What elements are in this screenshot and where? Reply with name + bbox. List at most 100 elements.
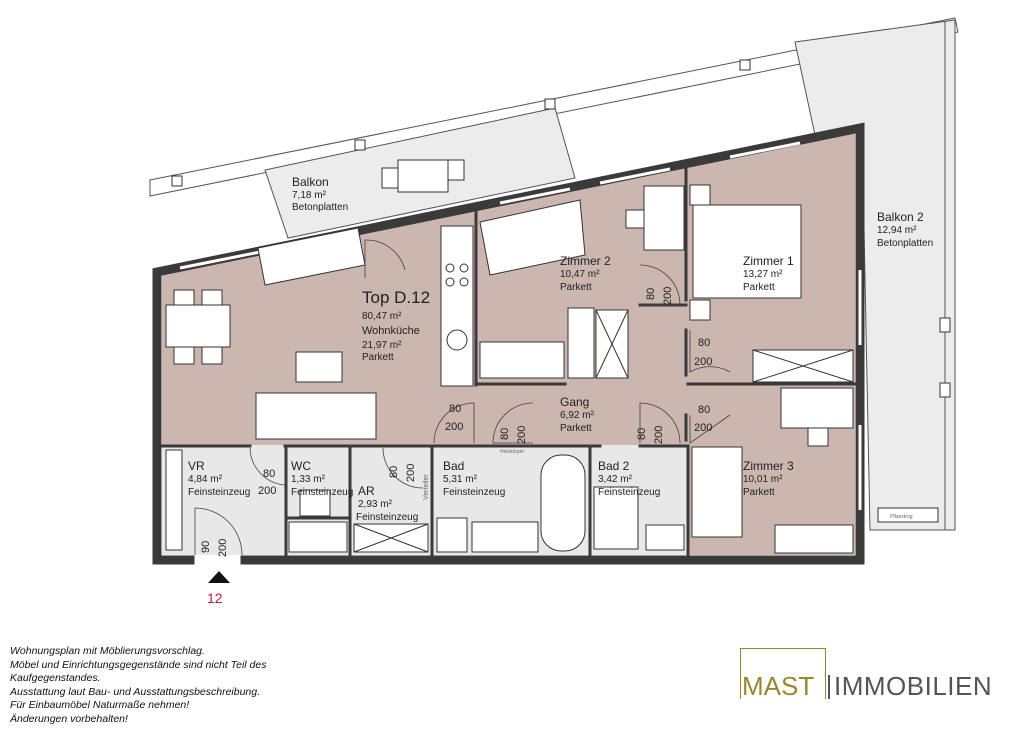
- svg-text:5,31 m²: 5,31 m²: [443, 474, 478, 485]
- logo-immobilien: IMMOBILIEN: [834, 671, 993, 701]
- svg-text:12,94 m²: 12,94 m²: [877, 225, 917, 236]
- room-label-vr: VR4,84 m² Feinsteinzeug: [188, 459, 250, 498]
- shower-bad-2: [593, 486, 639, 550]
- svg-text:21,97 m²: 21,97 m²: [362, 340, 402, 351]
- coat-rack: [165, 449, 183, 551]
- planter-label: Pflanztrog: [890, 514, 913, 520]
- svg-text:80: 80: [499, 428, 511, 440]
- svg-text:Betonplatten: Betonplatten: [877, 238, 933, 249]
- svg-text:200: 200: [516, 426, 528, 444]
- svg-text:Betonplatten: Betonplatten: [292, 202, 348, 213]
- svg-text:Zimmer 3: Zimmer 3: [743, 459, 794, 473]
- entrance-number: 12: [207, 590, 223, 606]
- svg-text:13,27 m²: 13,27 m²: [743, 269, 783, 280]
- svg-text:80: 80: [698, 337, 710, 349]
- kitchen-counter: [440, 225, 474, 387]
- door-dimensions: 80 200 80 200 80 200 80 200 80 200 80 20…: [200, 287, 712, 557]
- svg-text:80: 80: [449, 403, 461, 415]
- logo-frame: [740, 648, 826, 699]
- coffee-table: [295, 351, 343, 383]
- svg-text:200: 200: [653, 426, 665, 444]
- bed-zimmer-1: [692, 204, 802, 299]
- note-line: Änderungen vorbehalten!: [10, 712, 128, 725]
- dining-table: [165, 304, 231, 348]
- svg-text:Gang: Gang: [560, 395, 589, 409]
- wardrobe-zimmer-3: [774, 524, 854, 554]
- sofa: [255, 392, 377, 440]
- note-line: Ausstattung laut Bau- und Ausstattungsbe…: [10, 685, 261, 698]
- svg-text:90: 90: [200, 541, 212, 553]
- toilet: [299, 489, 331, 517]
- svg-text:1,33 m²: 1,33 m²: [291, 474, 326, 485]
- exterior-wall: [152, 122, 865, 565]
- svg-text:80: 80: [645, 288, 657, 300]
- unit-title: Top D.12: [362, 288, 430, 307]
- svg-text:4,84 m²: 4,84 m²: [188, 474, 223, 485]
- distributor-label: Verteiler: [423, 474, 430, 500]
- svg-text:Zimmer 1: Zimmer 1: [743, 254, 794, 268]
- bathtub: [540, 454, 586, 552]
- svg-text:Feinsteinzeug: Feinsteinzeug: [188, 487, 250, 498]
- svg-text:80: 80: [698, 404, 710, 416]
- unit-area: 80,47 m²: [362, 311, 402, 322]
- furniture: [165, 184, 854, 554]
- svg-text:Balkon: Balkon: [292, 175, 329, 189]
- svg-text:200: 200: [258, 485, 276, 497]
- svg-text:Parkett: Parkett: [743, 282, 775, 293]
- company-logo: MAST IMMOBILIEN: [740, 648, 1000, 701]
- room-label-zimmer-1: Zimmer 113,27 m² Parkett: [743, 254, 794, 293]
- svg-text:200: 200: [662, 287, 674, 305]
- note-line: Kaufgegenstandes.: [10, 672, 101, 685]
- svg-text:AR: AR: [358, 484, 375, 498]
- svg-text:Zimmer 2: Zimmer 2: [560, 254, 611, 268]
- interior-walls: [160, 164, 857, 557]
- svg-text:Parkett: Parkett: [362, 352, 394, 363]
- svg-text:3,42 m²: 3,42 m²: [598, 474, 633, 485]
- logo-mast: MAST: [742, 671, 815, 701]
- svg-text:200: 200: [405, 464, 417, 482]
- svg-text:VR: VR: [188, 459, 205, 473]
- disclaimer-notes: Wohnungsplan mit Möblierungsvorschlag. M…: [10, 645, 266, 727]
- planter: [877, 507, 939, 523]
- svg-text:10,01 m²: 10,01 m²: [743, 474, 783, 485]
- note-line: Wohnungsplan mit Möblierungsvorschlag.: [10, 645, 205, 657]
- svg-text:10,47 m²: 10,47 m²: [560, 269, 600, 280]
- svg-text:80: 80: [263, 468, 275, 480]
- svg-text:80: 80: [388, 466, 400, 478]
- svg-text:Feinsteinzeug: Feinsteinzeug: [443, 487, 505, 498]
- desk-zimmer-3: [780, 387, 854, 429]
- svg-text:200: 200: [217, 539, 229, 557]
- svg-text:WC: WC: [291, 459, 311, 473]
- wardrobe-zimmer-2: [479, 341, 565, 379]
- svg-text:200: 200: [445, 421, 463, 433]
- svg-text:2,93 m²: 2,93 m²: [358, 499, 393, 510]
- svg-text:Feinsteinzeug: Feinsteinzeug: [356, 512, 418, 523]
- svg-text:Parkett: Parkett: [560, 423, 592, 434]
- entrance-arrow-icon: [208, 571, 230, 583]
- balcony-table: [381, 159, 465, 193]
- radiator-label: Heizkörper: [500, 449, 525, 455]
- svg-text:6,92 m²: 6,92 m²: [560, 410, 595, 421]
- washbasin-bad: [471, 521, 539, 553]
- svg-text:80: 80: [636, 428, 648, 440]
- balcony-posts: [171, 59, 951, 398]
- svg-text:200: 200: [694, 422, 712, 434]
- room-label-ar: AR2,93 m² Feinsteinzeug: [356, 484, 418, 523]
- door-swings: [194, 239, 731, 556]
- svg-text:7,18 m²: 7,18 m²: [292, 190, 327, 201]
- bed-zimmer-2: [479, 199, 586, 276]
- logo-separator: [828, 675, 830, 699]
- note-line: Möbel und Einrichtungsgegenstände sind n…: [10, 658, 267, 671]
- svg-text:Feinsteinzeug: Feinsteinzeug: [598, 487, 660, 498]
- desk-zimmer-2: [643, 185, 685, 251]
